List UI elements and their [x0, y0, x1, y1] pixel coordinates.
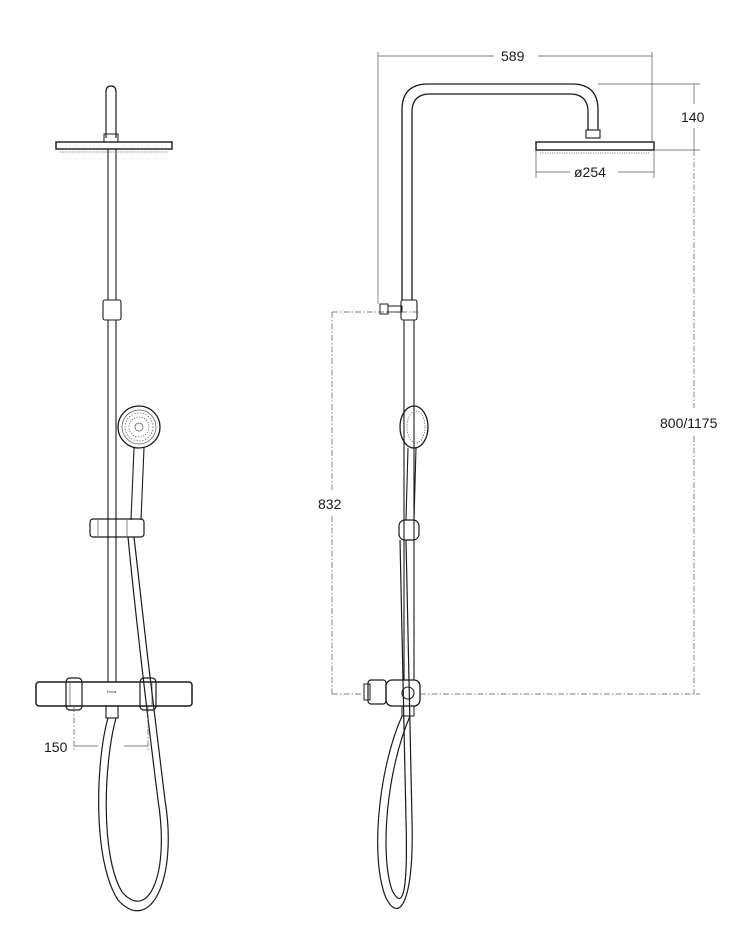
front-hose-inner [105, 536, 162, 902]
side-adjust-joint [400, 299, 418, 321]
side-arm-inner [411, 93, 589, 300]
dim-150-label: 150 [44, 739, 68, 755]
side-view: 589 140 ø254 800/1175 832 [318, 48, 718, 910]
side-thermostat [363, 679, 421, 717]
dim-140-label: 140 [681, 109, 705, 125]
side-bracket-arm [387, 305, 403, 313]
dim-589-label: 589 [501, 48, 525, 64]
dim-800-1175-label: 800/1175 [660, 415, 718, 431]
front-hand-shower [117, 405, 161, 521]
side-shower-head [535, 141, 655, 151]
front-adjust-joint [102, 299, 122, 321]
side-hose [377, 539, 413, 910]
front-slider-bracket [89, 518, 145, 538]
front-hose [98, 536, 169, 912]
side-wall-bracket [379, 303, 389, 315]
dim-832-label: 832 [318, 496, 342, 512]
brand-logo: Roca [107, 689, 117, 694]
side-head-connector [585, 129, 601, 139]
dim-254-label: ø254 [574, 164, 606, 180]
front-shower-head [55, 141, 173, 150]
front-thermostat: Roca [35, 677, 193, 719]
side-slider-bracket [398, 519, 420, 541]
side-hose-inner [385, 539, 411, 900]
side-arm-outer [401, 83, 599, 300]
side-hand-shower [399, 405, 429, 521]
front-view: Roca 150 [35, 85, 193, 912]
front-riser-top [105, 85, 117, 138]
